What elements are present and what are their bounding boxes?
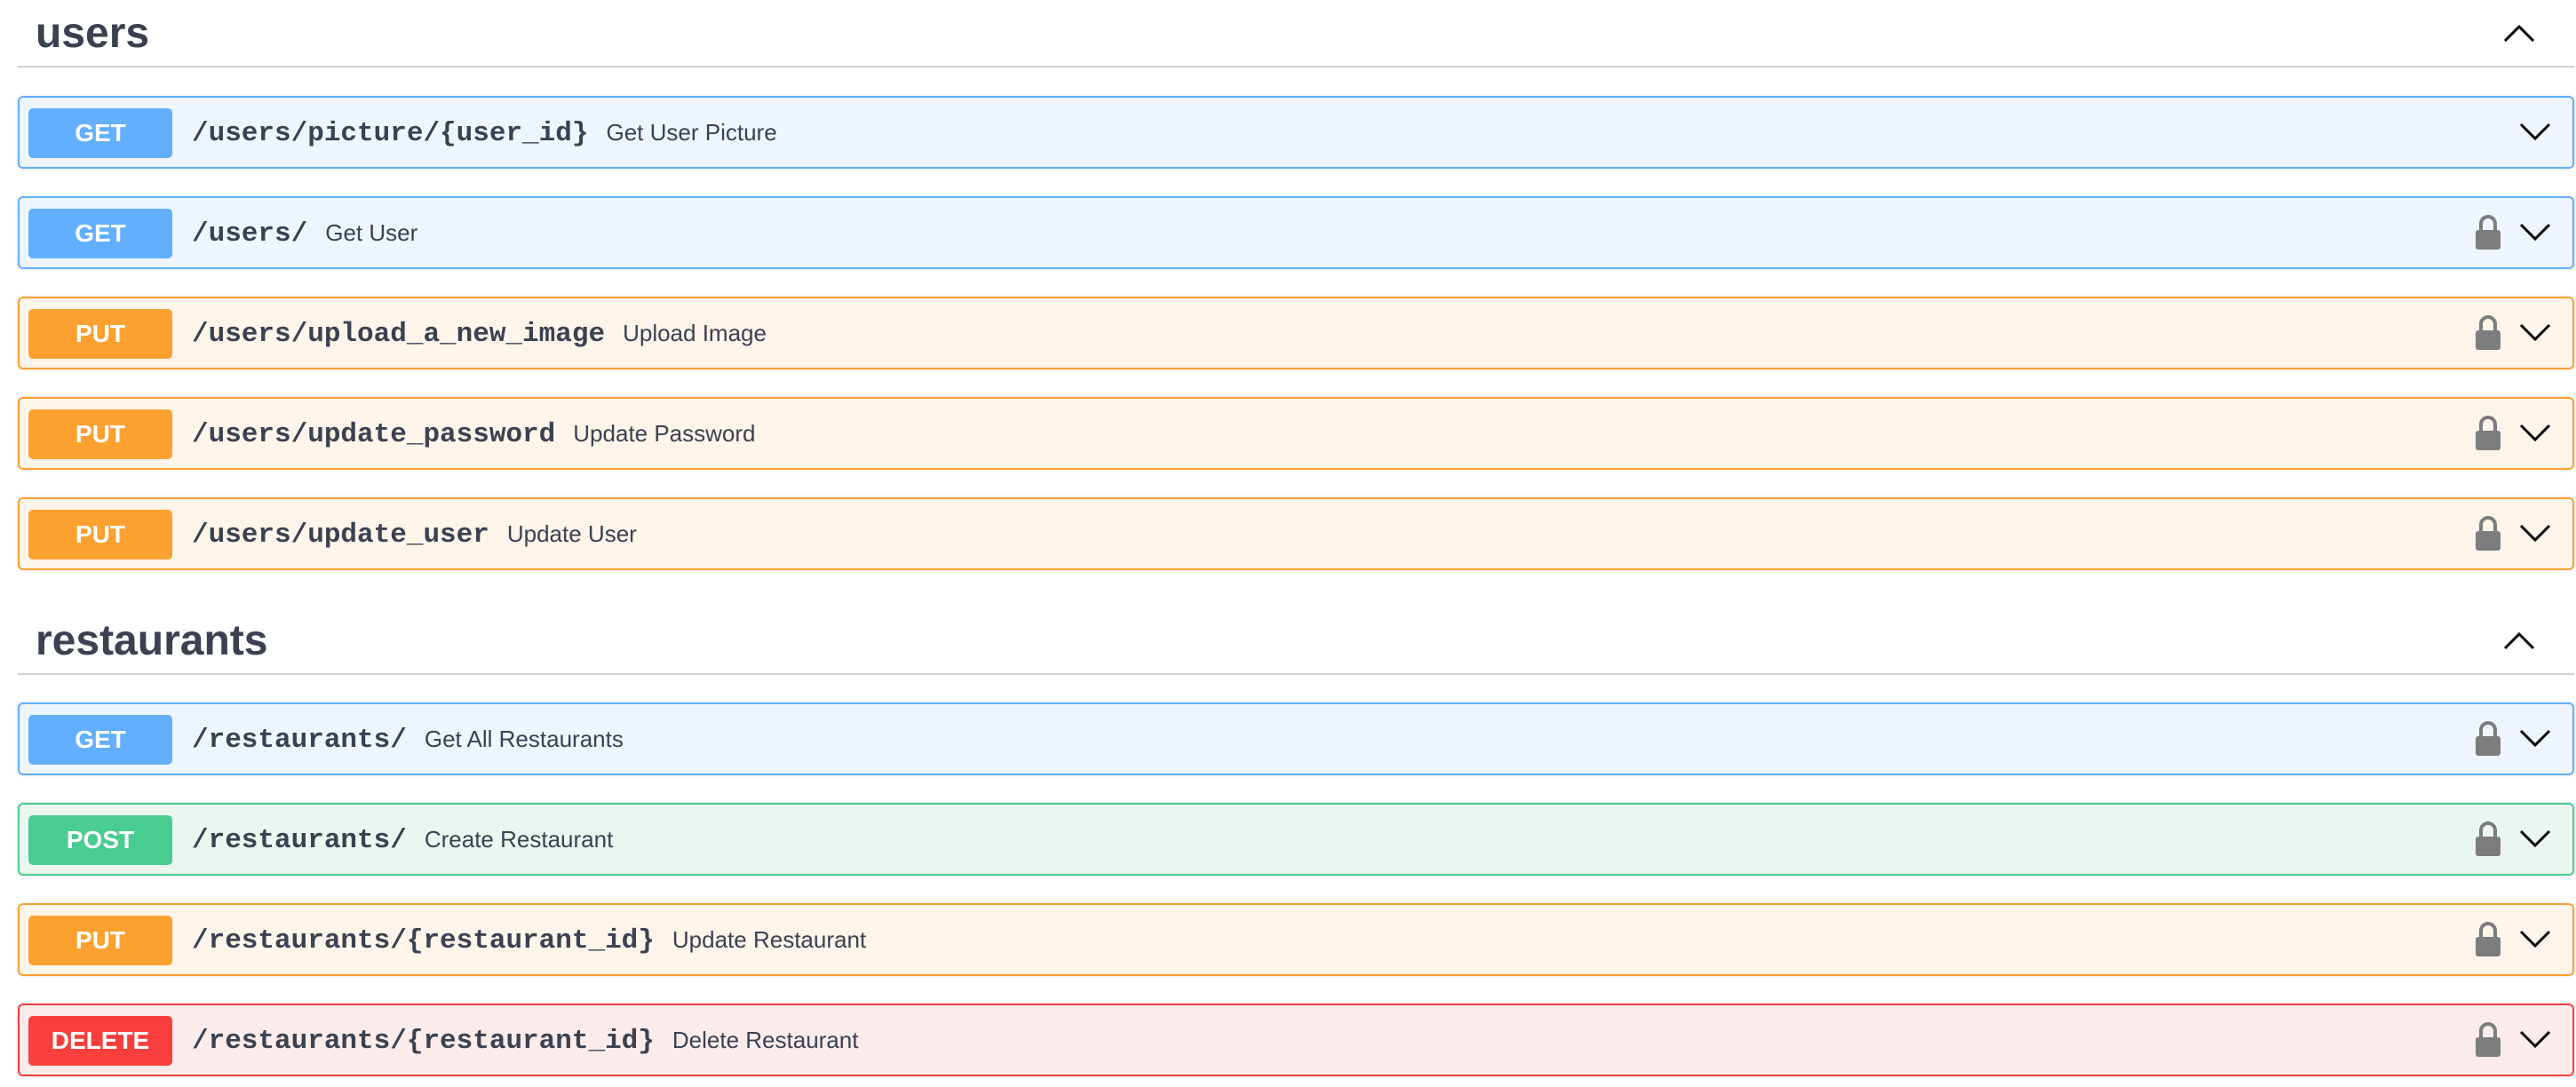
path-text: /users/update_user bbox=[192, 520, 489, 551]
method-badge: POST bbox=[28, 815, 172, 865]
section-title: users bbox=[36, 10, 150, 57]
method-badge: PUT bbox=[28, 916, 172, 965]
operation-get-users-picture[interactable]: GET /users/picture/{user_id} Get User Pic… bbox=[18, 96, 2574, 169]
chevron-up-icon[interactable] bbox=[2500, 14, 2539, 53]
lock-icon[interactable] bbox=[2475, 314, 2501, 352]
operation-summary: Get User Picture bbox=[606, 119, 777, 146]
chevron-down-icon[interactable] bbox=[2517, 1023, 2553, 1055]
operation-path: /users/Get User bbox=[192, 198, 417, 267]
operation-path: /restaurants/Get All Restaurants bbox=[192, 704, 624, 774]
operation-summary: Get User bbox=[325, 219, 418, 246]
chevron-down-icon[interactable] bbox=[2517, 417, 2553, 448]
chevron-down-icon[interactable] bbox=[2517, 722, 2553, 754]
lock-icon[interactable] bbox=[2475, 515, 2501, 552]
method-badge: PUT bbox=[28, 510, 172, 559]
chevron-down-icon[interactable] bbox=[2517, 216, 2553, 248]
operation-put-upload-image[interactable]: PUT /users/upload_a_new_image Upload Imag… bbox=[18, 297, 2574, 369]
operation-summary: Update Restaurant bbox=[672, 926, 867, 953]
chevron-down-icon[interactable] bbox=[2517, 115, 2553, 147]
lock-icon[interactable] bbox=[2475, 214, 2501, 251]
path-text: /restaurants/ bbox=[192, 825, 407, 856]
method-badge: PUT bbox=[28, 409, 172, 459]
operation-path: /restaurants/{restaurant_id} Update Resta… bbox=[192, 905, 866, 974]
lock-icon[interactable] bbox=[2475, 1021, 2501, 1059]
section-header-restaurants[interactable]: restaurants bbox=[18, 607, 2574, 675]
operation-summary: Update User bbox=[506, 520, 637, 547]
operation-path: /users/picture/{user_id} Get User Picture bbox=[192, 98, 777, 167]
chevron-down-icon[interactable] bbox=[2517, 316, 2553, 348]
path-text: /users/update_password bbox=[192, 419, 556, 450]
lock-icon[interactable] bbox=[2475, 821, 2501, 858]
operation-get-restaurants[interactable]: GET /restaurants/Get All Restaurants bbox=[18, 702, 2574, 775]
path-text: /users/picture/{user_id} bbox=[192, 118, 589, 149]
operation-path: /users/update_password Update Password bbox=[192, 399, 756, 468]
chevron-up-icon[interactable] bbox=[2500, 622, 2539, 661]
chevron-down-icon[interactable] bbox=[2517, 923, 2553, 955]
operation-path: /restaurants/Create Restaurant bbox=[192, 805, 613, 874]
path-text: /restaurants/{restaurant_id} bbox=[192, 1026, 655, 1057]
operation-path: /users/update_user Update User bbox=[192, 499, 637, 568]
section-title: restaurants bbox=[36, 617, 268, 664]
operation-summary: Get All Restaurants bbox=[424, 726, 624, 752]
method-badge: DELETE bbox=[28, 1016, 172, 1066]
operation-path: /users/upload_a_new_image Upload Image bbox=[192, 298, 767, 368]
method-badge: GET bbox=[28, 209, 172, 258]
method-badge: PUT bbox=[28, 309, 172, 359]
path-text: /restaurants/ bbox=[192, 725, 407, 756]
method-badge: GET bbox=[28, 715, 172, 765]
operation-summary: Create Restaurant bbox=[424, 826, 614, 853]
path-text: /users/ bbox=[192, 218, 308, 250]
lock-icon[interactable] bbox=[2475, 921, 2501, 958]
operation-post-restaurants[interactable]: POST /restaurants/Create Restaurant bbox=[18, 803, 2574, 876]
path-text: /users/upload_a_new_image bbox=[192, 319, 606, 350]
operation-put-update-password[interactable]: PUT /users/update_password Update Passwor… bbox=[18, 397, 2574, 470]
operation-put-restaurant[interactable]: PUT /restaurants/{restaurant_id} Update R… bbox=[18, 903, 2574, 976]
operation-get-users[interactable]: GET /users/Get User bbox=[18, 196, 2574, 269]
operation-put-update-user[interactable]: PUT /users/update_user Update User bbox=[18, 497, 2574, 570]
lock-icon[interactable] bbox=[2475, 415, 2501, 452]
operation-summary: Update Password bbox=[573, 420, 756, 447]
operation-summary: Delete Restaurant bbox=[672, 1027, 859, 1053]
operation-path: /restaurants/{restaurant_id} Delete Resta… bbox=[192, 1005, 858, 1075]
path-text: /restaurants/{restaurant_id} bbox=[192, 925, 655, 956]
lock-icon[interactable] bbox=[2475, 720, 2501, 758]
section-header-users[interactable]: users bbox=[18, 0, 2574, 67]
chevron-down-icon[interactable] bbox=[2517, 822, 2553, 854]
chevron-down-icon[interactable] bbox=[2517, 517, 2553, 549]
method-badge: GET bbox=[28, 108, 172, 158]
operation-delete-restaurant[interactable]: DELETE /restaurants/{restaurant_id} Delet… bbox=[18, 1004, 2574, 1076]
operation-summary: Upload Image bbox=[623, 320, 767, 346]
